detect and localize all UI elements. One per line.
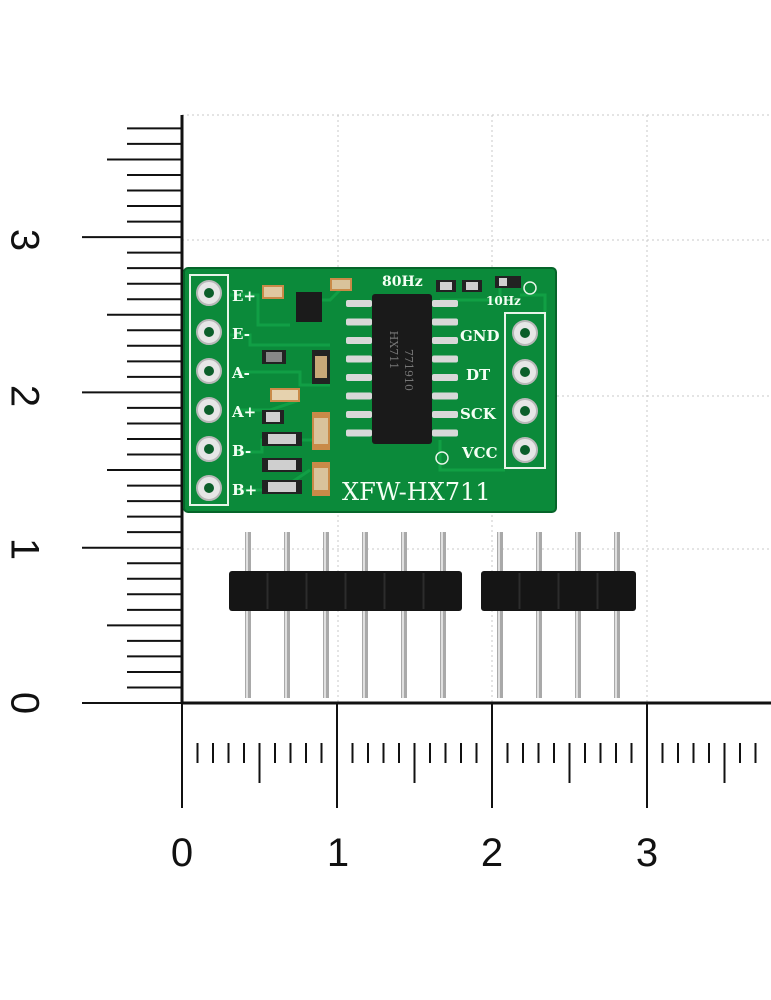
header-6-pin — [229, 532, 462, 698]
left-pad-4 — [196, 397, 222, 423]
right-pin-pads — [512, 320, 538, 463]
vertical-ruler-labels: 3 2 1 0 — [2, 229, 46, 714]
pin-label-b-minus: B- — [232, 442, 251, 460]
chip-label-1: HX711 — [387, 331, 400, 369]
rate-10hz-label: 10Hz — [486, 294, 521, 308]
left-pad-5 — [196, 436, 222, 462]
vertical-ruler — [82, 115, 184, 704]
pin-label-e-plus: E+ — [232, 287, 256, 305]
board-name: XFW-HX711 — [342, 478, 491, 506]
pin-label-b-plus: B+ — [232, 481, 257, 499]
horizontal-ruler — [181, 701, 771, 808]
left-pad-6 — [196, 475, 222, 501]
smd-components — [262, 276, 537, 496]
v-label-3: 3 — [2, 229, 46, 251]
left-pad-3 — [196, 358, 222, 384]
pin-label-e-minus: E- — [232, 325, 250, 343]
pin-label-a-plus: A+ — [231, 403, 256, 421]
left-pad-2 — [196, 319, 222, 345]
header-4-pin — [481, 532, 636, 698]
v-label-0: 0 — [2, 692, 46, 714]
pin-label-dt: DT — [466, 366, 491, 384]
right-pad-2 — [512, 359, 538, 385]
h-label-1: 1 — [327, 831, 349, 875]
horizontal-ruler-labels: 0 1 2 3 — [171, 831, 658, 875]
h-label-2: 2 — [481, 831, 503, 875]
hx711-chip: HX711 771910 — [346, 294, 458, 444]
h-label-3: 3 — [636, 831, 658, 875]
rate-80hz-label: 80Hz — [382, 274, 423, 290]
h-label-0: 0 — [171, 831, 193, 875]
pin-label-sck: SCK — [460, 405, 497, 423]
pin-label-vcc: VCC — [461, 444, 498, 462]
v-label-1: 1 — [2, 538, 46, 560]
pin-label-a-minus: A- — [231, 364, 250, 382]
right-pad-4 — [512, 437, 538, 463]
right-pad-1 — [512, 320, 538, 346]
right-pad-3 — [512, 398, 538, 424]
left-pad-1 — [196, 280, 222, 306]
pin-label-gnd: GND — [460, 327, 500, 345]
hx711-board: HX711 771910 E+ E- A- — [183, 267, 557, 513]
pin-headers — [229, 532, 636, 698]
left-pin-pads — [196, 280, 222, 501]
chip-label-2: 771910 — [402, 349, 415, 391]
v-label-2: 2 — [2, 385, 46, 407]
